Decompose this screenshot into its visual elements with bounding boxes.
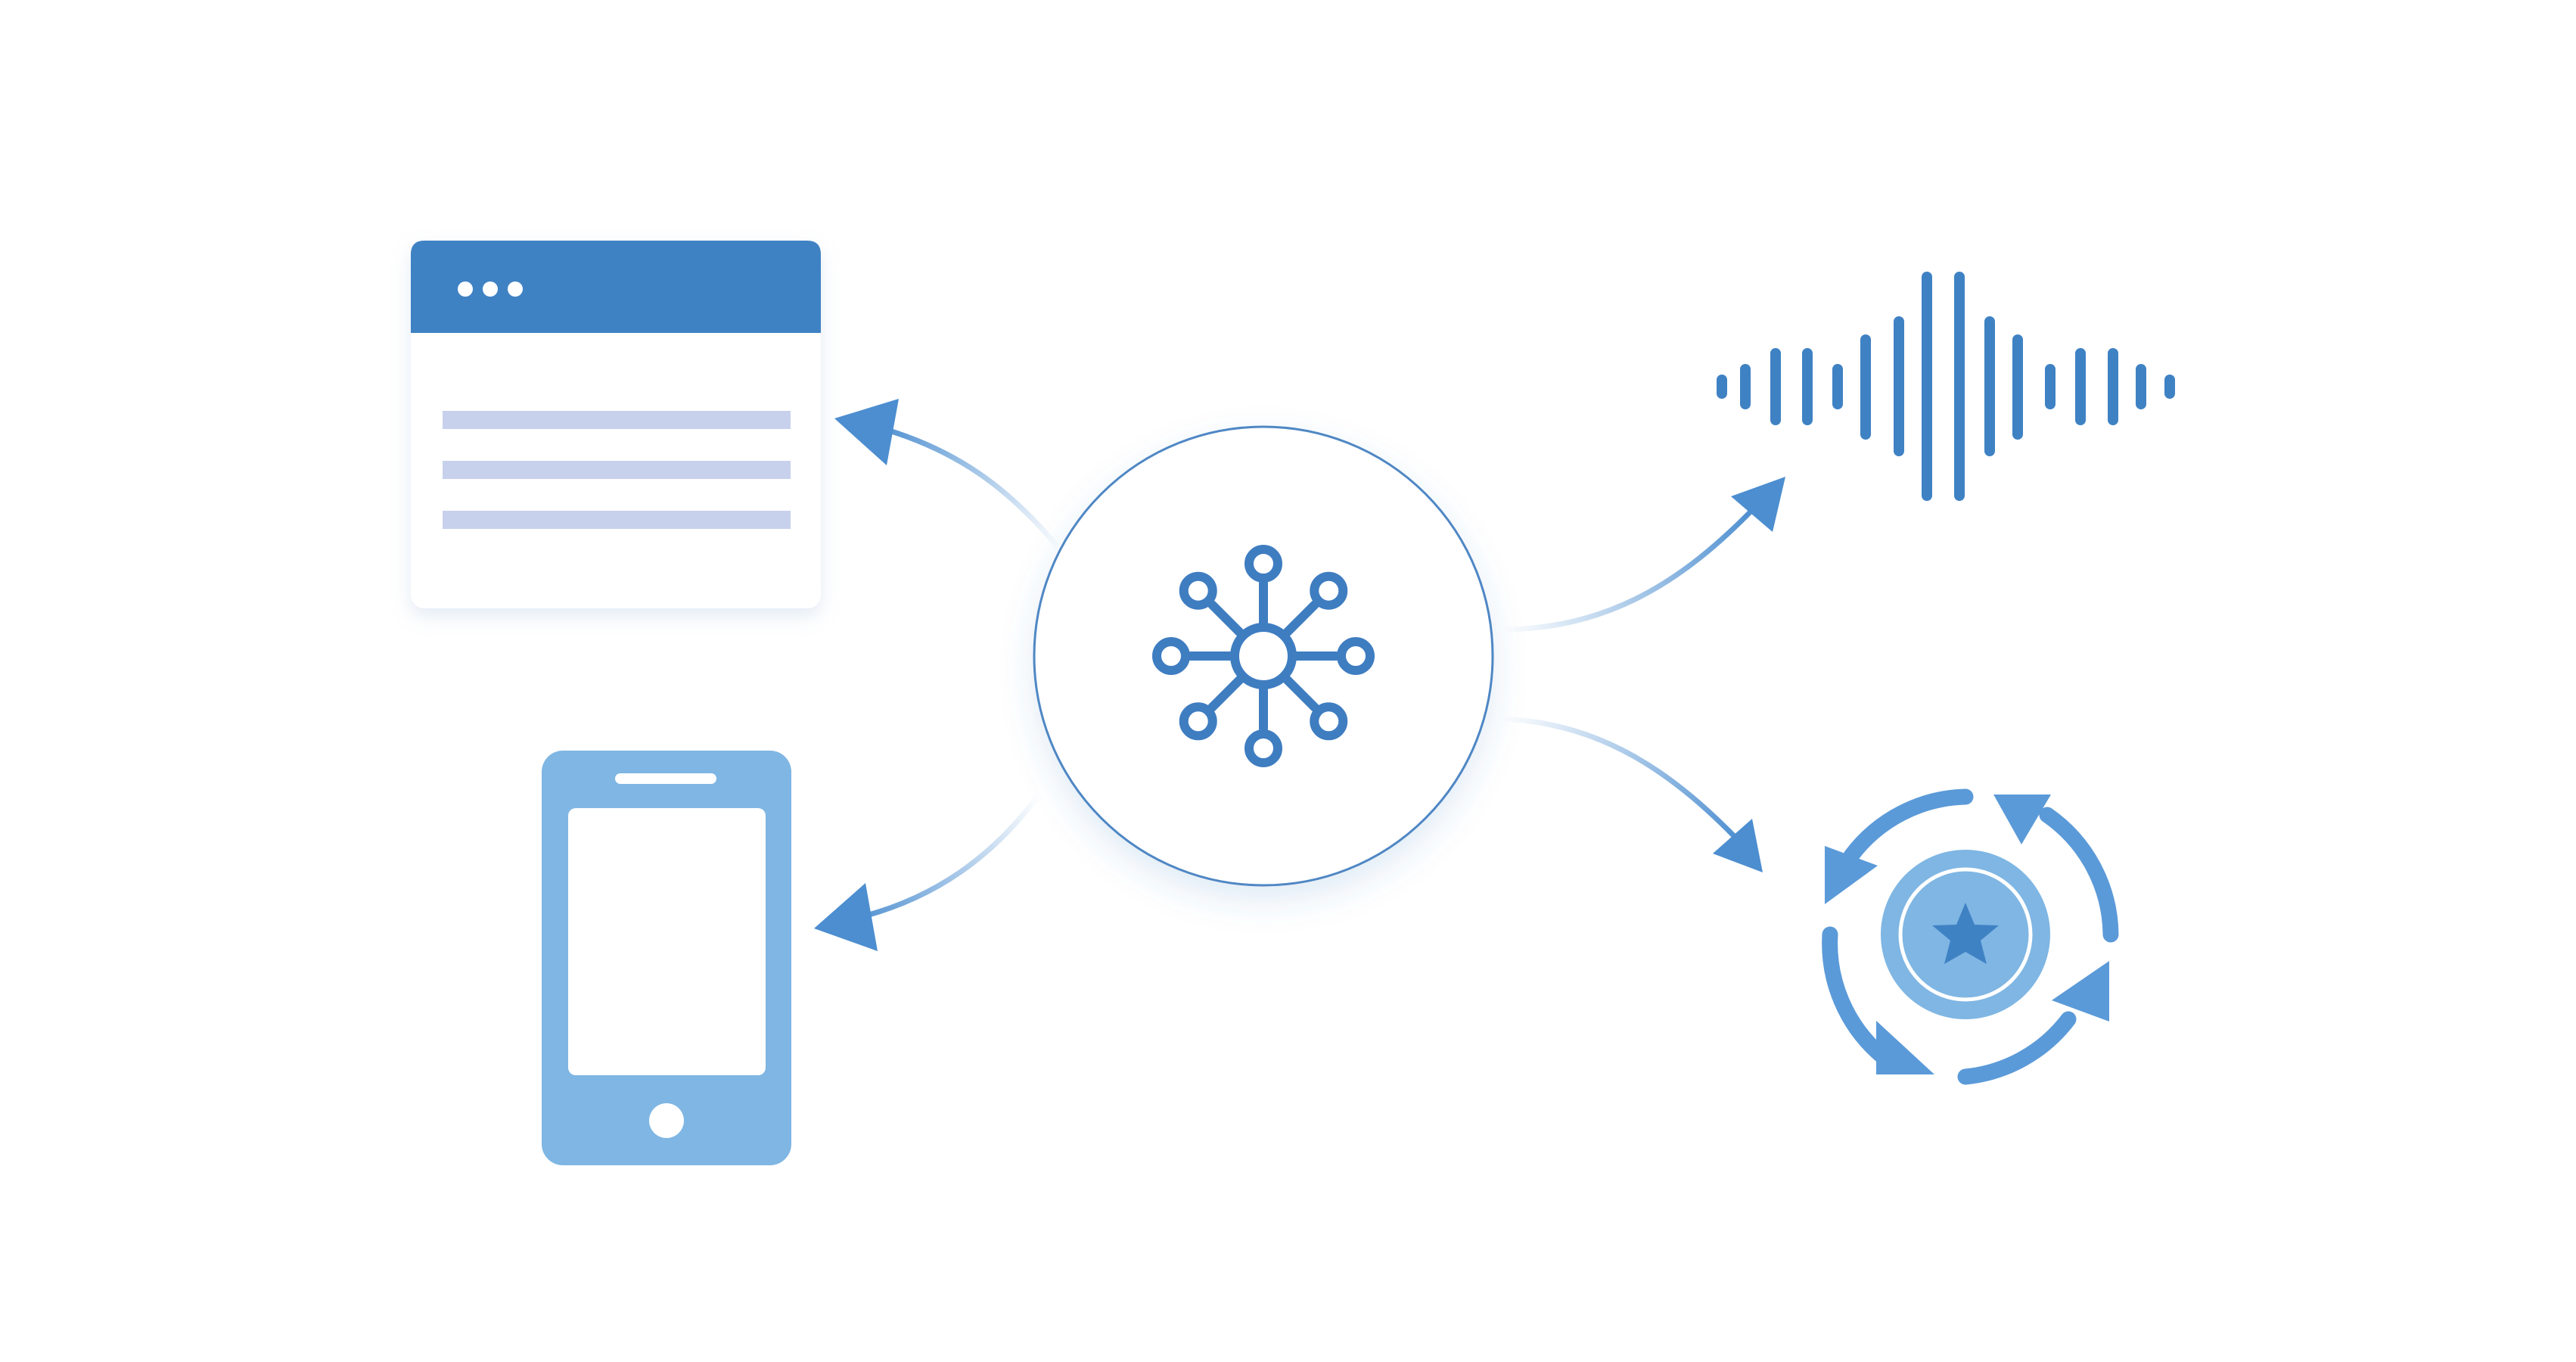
phone-home-button bbox=[649, 1103, 684, 1138]
star-icon bbox=[1932, 903, 1999, 964]
connector-arrows bbox=[814, 399, 1785, 951]
arrow-to-mobile bbox=[814, 793, 1041, 951]
hub-satellite-node bbox=[1337, 637, 1375, 675]
hub-satellite-node bbox=[1152, 637, 1190, 675]
network-hub-icon bbox=[1152, 545, 1375, 767]
arrow-to-web bbox=[834, 399, 1062, 552]
arrow-to-voice bbox=[1499, 477, 1785, 633]
sound-wave-icon bbox=[1717, 272, 2175, 501]
hub-satellite-node bbox=[1244, 545, 1282, 583]
hub-satellite-node bbox=[1244, 729, 1282, 767]
window-dots-icon bbox=[458, 281, 523, 297]
sync-star-icon bbox=[1822, 788, 2119, 1085]
arrow-to-sync bbox=[1499, 716, 1763, 872]
hub-satellite-node bbox=[1310, 571, 1348, 610]
hub-spoke bbox=[1207, 600, 1244, 637]
hub-circle bbox=[1033, 425, 1494, 887]
hub-spoke bbox=[1207, 675, 1244, 712]
hub-spoke bbox=[1282, 600, 1319, 637]
hub bbox=[1033, 425, 1494, 887]
hub-satellite-node bbox=[1179, 702, 1217, 741]
phone-screen bbox=[568, 808, 766, 1075]
hub-spoke bbox=[1282, 675, 1319, 712]
browser-window-icon bbox=[411, 241, 821, 608]
hub-satellite-node bbox=[1310, 702, 1348, 741]
phone-speaker bbox=[615, 773, 716, 784]
hub-satellite-node bbox=[1179, 571, 1217, 610]
smartphone-icon bbox=[542, 751, 791, 1165]
text-lines bbox=[443, 411, 791, 529]
